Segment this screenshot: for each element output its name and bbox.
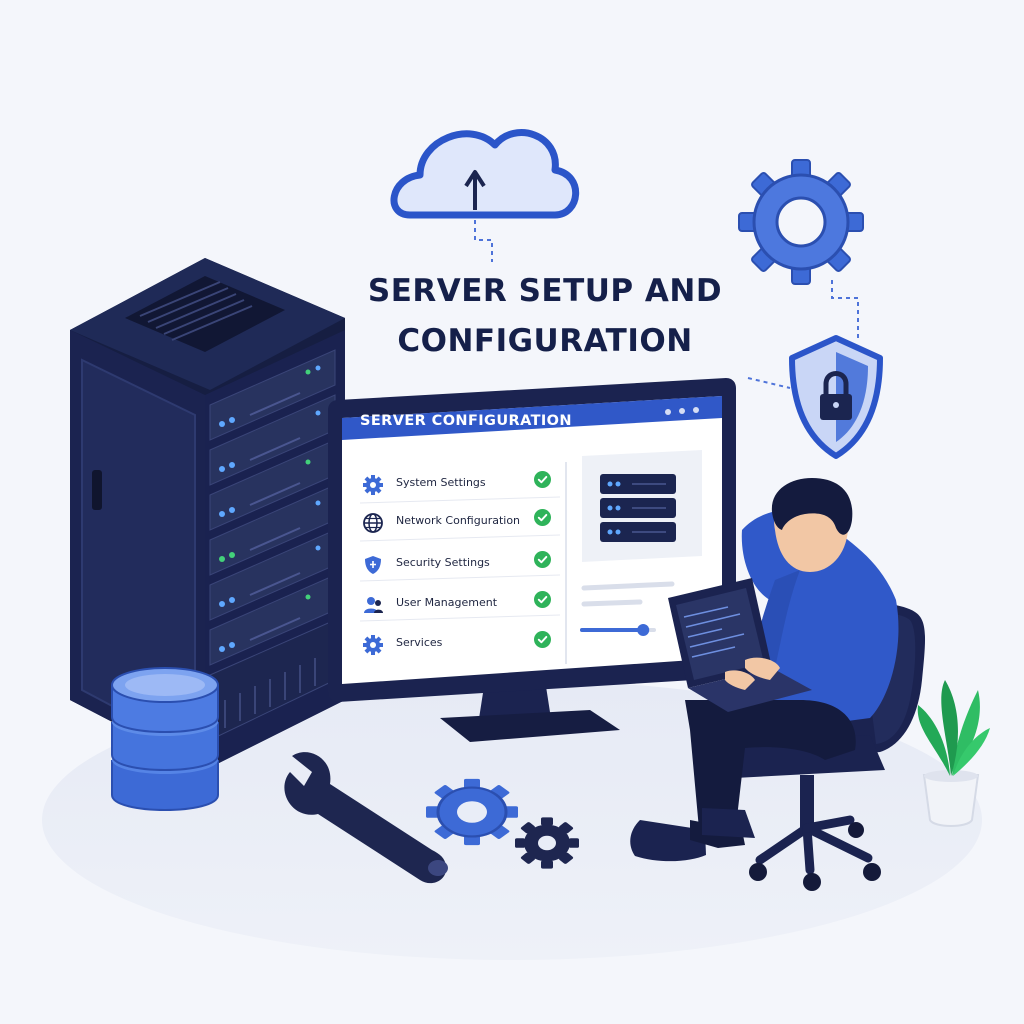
gear-icon bbox=[363, 635, 383, 655]
slider-knob[interactable] bbox=[637, 624, 650, 636]
gear-icon bbox=[738, 159, 864, 285]
check-icon bbox=[534, 509, 551, 526]
menu-item-system-settings[interactable]: System Settings bbox=[356, 466, 556, 500]
globe-icon bbox=[363, 513, 383, 533]
check-icon bbox=[534, 471, 551, 488]
title-line-2: CONFIGURATION bbox=[397, 323, 693, 359]
server-thumbnail-icon bbox=[600, 474, 676, 542]
check-icon bbox=[534, 631, 551, 648]
server-rack bbox=[70, 258, 345, 770]
gear-icon bbox=[426, 778, 518, 846]
cloud-upload-icon bbox=[390, 129, 580, 262]
database-icon bbox=[111, 667, 219, 811]
menu-item-label: Services bbox=[396, 636, 443, 649]
menu-item-user-management[interactable]: User Management bbox=[356, 586, 556, 620]
shield-icon bbox=[365, 556, 381, 574]
check-icon bbox=[534, 551, 551, 568]
page-title: SERVER SETUP AND CONFIGURATION bbox=[330, 266, 760, 366]
menu-item-security-settings[interactable]: Security Settings bbox=[356, 546, 556, 580]
menu-item-network-configuration[interactable]: Network Configuration bbox=[356, 504, 556, 538]
title-line-1: SERVER SETUP AND bbox=[367, 273, 723, 309]
person-figure bbox=[630, 478, 899, 862]
screen-header-title: SERVER CONFIGURATION bbox=[360, 413, 572, 429]
check-icon bbox=[534, 591, 551, 608]
menu-item-label: Security Settings bbox=[396, 556, 490, 569]
menu-item-label: User Management bbox=[396, 596, 498, 609]
gear-icon bbox=[363, 475, 383, 495]
wrench-icon bbox=[284, 752, 448, 884]
users-icon bbox=[364, 597, 383, 613]
menu-item-label: System Settings bbox=[396, 476, 486, 489]
laptop bbox=[668, 578, 812, 712]
server-units bbox=[209, 349, 336, 741]
config-slider[interactable] bbox=[580, 620, 660, 640]
shield-lock-icon bbox=[789, 335, 883, 459]
menu-item-services[interactable]: Services bbox=[356, 626, 556, 660]
menu-item-label: Network Configuration bbox=[396, 514, 521, 527]
monitor bbox=[328, 378, 736, 742]
gear-icon bbox=[515, 817, 579, 869]
potted-plant bbox=[917, 680, 990, 827]
